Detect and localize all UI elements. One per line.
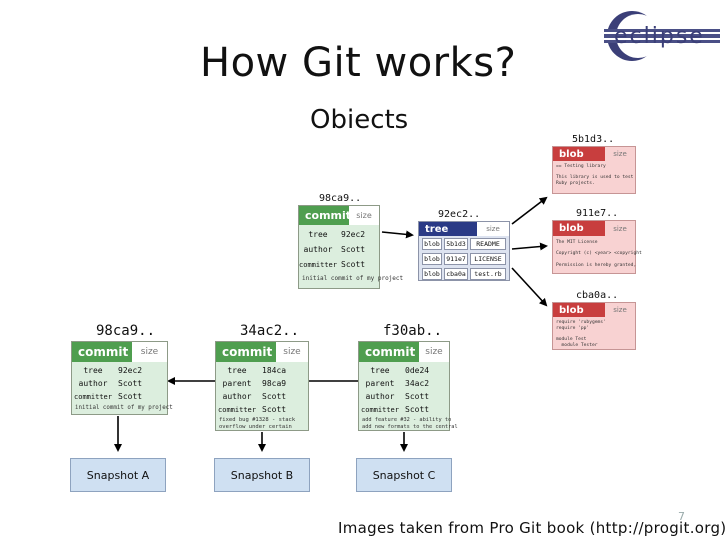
- arrow-commit-to-tree: [381, 230, 414, 239]
- top-commit-row-committer: committer Scott: [299, 260, 366, 269]
- commit-3-size: size: [419, 342, 449, 362]
- commit-1-row-tree: tree 92ec2: [83, 366, 143, 375]
- top-tree-size: size: [477, 222, 509, 236]
- arrow-tree-to-blob-3: [511, 267, 548, 307]
- commit-1-note: initial commit of my project: [75, 405, 173, 411]
- eclipse-logo-text: eclipse: [614, 24, 705, 49]
- blob-2-object: blob size The MIT License Copyright (c) …: [552, 220, 642, 274]
- commit-1-row-committer: committer Scott: [74, 392, 143, 401]
- blob-1-content: == Testing library This library is used …: [556, 164, 634, 187]
- commit-3-object: commit size tree 0de24 parent 34ac2 auth…: [358, 341, 458, 431]
- commit-3-row-parent: parent 34ac2: [365, 379, 430, 388]
- commit-1-object: commit size tree 92ec2 author Scott comm…: [71, 341, 173, 415]
- commit-3-row-tree: tree 0de24: [370, 366, 430, 375]
- top-tree-hash: 92ec2..: [438, 209, 481, 220]
- top-commit-row-author: author Scott: [303, 245, 366, 254]
- commit-1-hash: 98ca9..: [96, 323, 156, 339]
- top-tree-entry: blob 911e7 LICENSE: [422, 253, 509, 267]
- snapshot-c: Snapshot C: [356, 458, 452, 492]
- slide-title: How Git works?: [200, 40, 517, 86]
- snapshot-b: Snapshot B: [214, 458, 310, 492]
- blob-1-hash: 5b1d3..: [572, 134, 615, 145]
- blob-1-object: blob size == Testing library This librar…: [552, 146, 636, 194]
- commit-2-row-tree: tree 184ca: [227, 366, 287, 375]
- top-commit-hash: 98ca9..: [319, 193, 362, 204]
- page-number: 7: [678, 510, 685, 523]
- blob-3-content: require 'rubygems' require 'pp' module T…: [556, 320, 606, 348]
- arrow-tree-to-blob-2: [511, 242, 548, 251]
- commit-2-note: fixed bug #1328 - stack overflow under c…: [219, 417, 296, 430]
- top-tree-entry: blob 5b1d3 README: [422, 238, 509, 252]
- blob-3-header: blob: [553, 303, 605, 317]
- commit-2-row-committer: committer Scott: [218, 405, 287, 414]
- commit-3-header: commit: [359, 342, 419, 362]
- blob-3-hash: cba0a..: [576, 290, 619, 301]
- blob-1-header: blob: [553, 147, 605, 161]
- snapshot-a: Snapshot A: [70, 458, 166, 492]
- top-commit-note: initial commit of my project: [302, 275, 404, 282]
- blob-1-size: size: [605, 147, 635, 161]
- commit-2-row-author: author Scott: [222, 392, 287, 401]
- slide-subtitle: Obiects: [310, 105, 409, 135]
- blob-2-header: blob: [553, 221, 605, 236]
- image-credit-caption: Images taken from Pro Git book (http://p…: [338, 519, 727, 537]
- commit-3-note: add feature #32 - ability to add new for…: [362, 417, 458, 430]
- commit-3-hash: f30ab..: [383, 323, 443, 339]
- top-tree-entry: blob cba0a test.rb: [422, 268, 509, 282]
- commit-2-object: commit size tree 184ca parent 98ca9 auth…: [215, 341, 309, 431]
- blob-2-size: size: [605, 221, 635, 236]
- arrow-tree-to-blob-1: [511, 196, 548, 225]
- blob-2-content: The MIT License Copyright (c) <year> <co…: [556, 240, 642, 268]
- commit-2-row-parent: parent 98ca9: [222, 379, 287, 388]
- commit-2-hash: 34ac2..: [240, 323, 300, 339]
- blob-3-object: blob size require 'rubygems' require 'pp…: [552, 302, 636, 350]
- commit-1-row-author: author Scott: [78, 379, 143, 388]
- commit-3-row-author: author Scott: [365, 392, 430, 401]
- top-tree-object: tree size blob 5b1d3 README blob 911e7 L…: [418, 221, 510, 281]
- commit-3-row-committer: committer Scott: [361, 405, 430, 414]
- commit-2-header: commit: [216, 342, 276, 362]
- top-commit-object: commit size tree 92ec2 author Scott comm…: [298, 205, 403, 289]
- blob-2-hash: 911e7..: [576, 208, 619, 219]
- top-commit-row-tree: tree 92ec2: [308, 230, 366, 239]
- commit-1-header: commit: [72, 342, 132, 362]
- commit-1-size: size: [132, 342, 167, 362]
- top-tree-header: tree: [419, 222, 477, 236]
- top-commit-size: size: [349, 206, 379, 225]
- eclipse-logo: eclipse: [604, 11, 720, 61]
- top-commit-header: commit: [299, 206, 351, 225]
- blob-3-size: size: [605, 303, 635, 317]
- commit-2-size: size: [276, 342, 308, 362]
